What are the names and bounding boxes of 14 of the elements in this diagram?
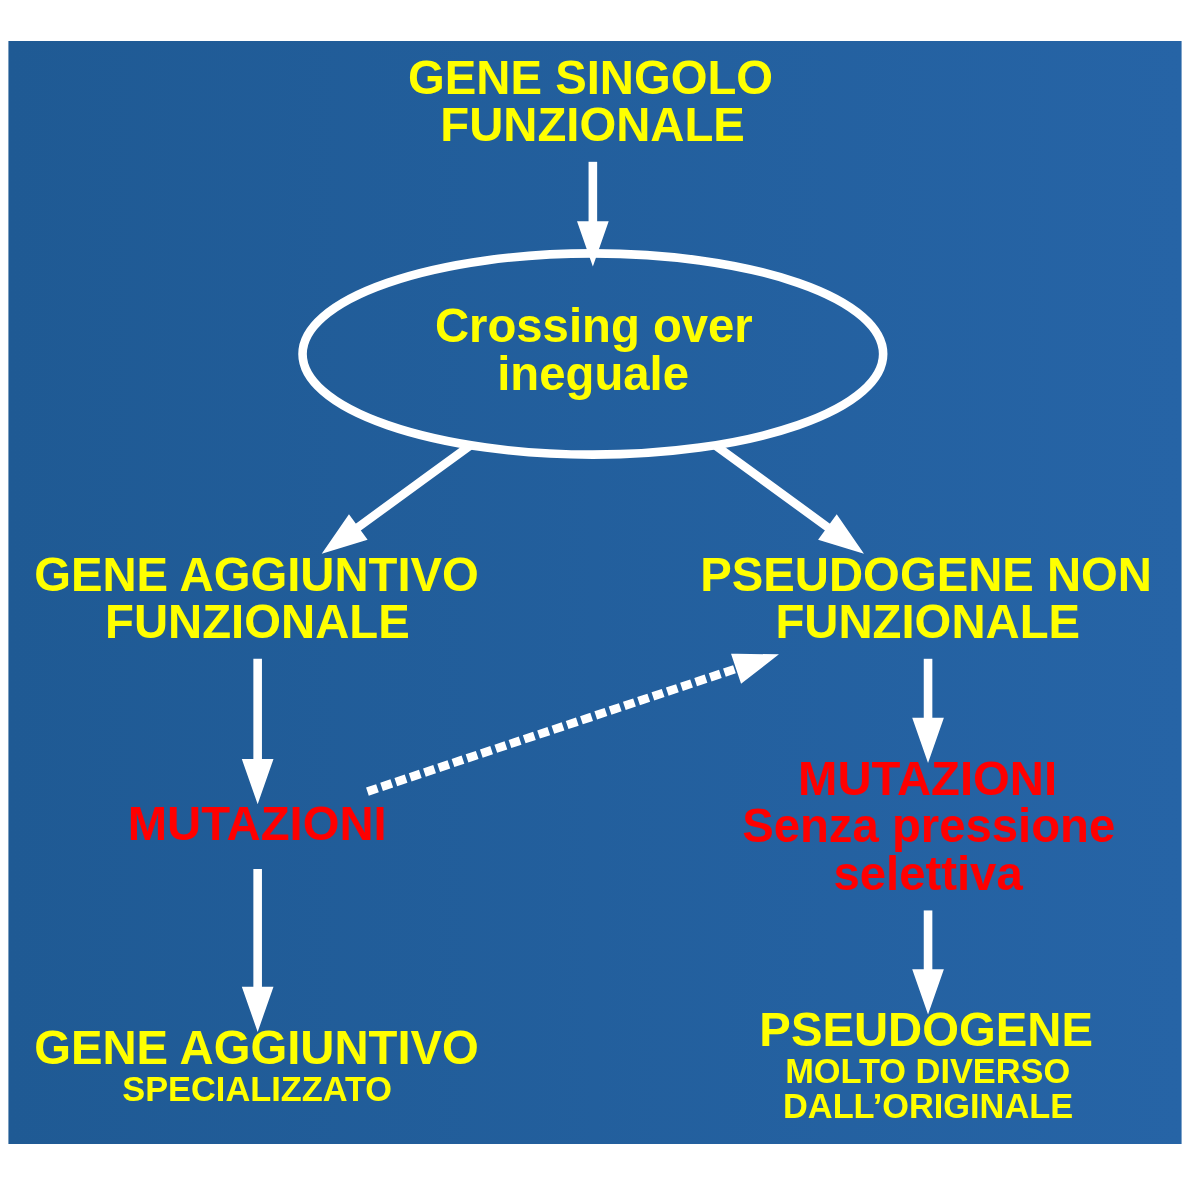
node-text: PSEUDOGENE NON FUNZIONALE — [700, 547, 1153, 648]
arrow — [241, 868, 274, 1032]
node-ellipse: Crossing over ineguale — [298, 248, 888, 459]
arrow — [366, 653, 779, 796]
node-text: GENE AGGIUNTIVO SPECIALIZZATO — [34, 1020, 479, 1108]
node-text: PSEUDOGENE MOLTO DIVERSO DALL’ORIGINALE — [759, 1002, 1093, 1125]
arrow — [241, 658, 274, 804]
arrow — [912, 909, 944, 1014]
node-text: GENE AGGIUNTIVO FUNZIONALE — [34, 547, 479, 648]
node-text: GENE SINGOLO FUNZIONALE — [408, 50, 774, 151]
node-text: MUTAZIONI — [127, 796, 387, 850]
arrow — [912, 658, 944, 763]
arrow — [577, 161, 609, 267]
node-text: MUTAZIONI Senza pressione selettiva — [742, 751, 1116, 900]
